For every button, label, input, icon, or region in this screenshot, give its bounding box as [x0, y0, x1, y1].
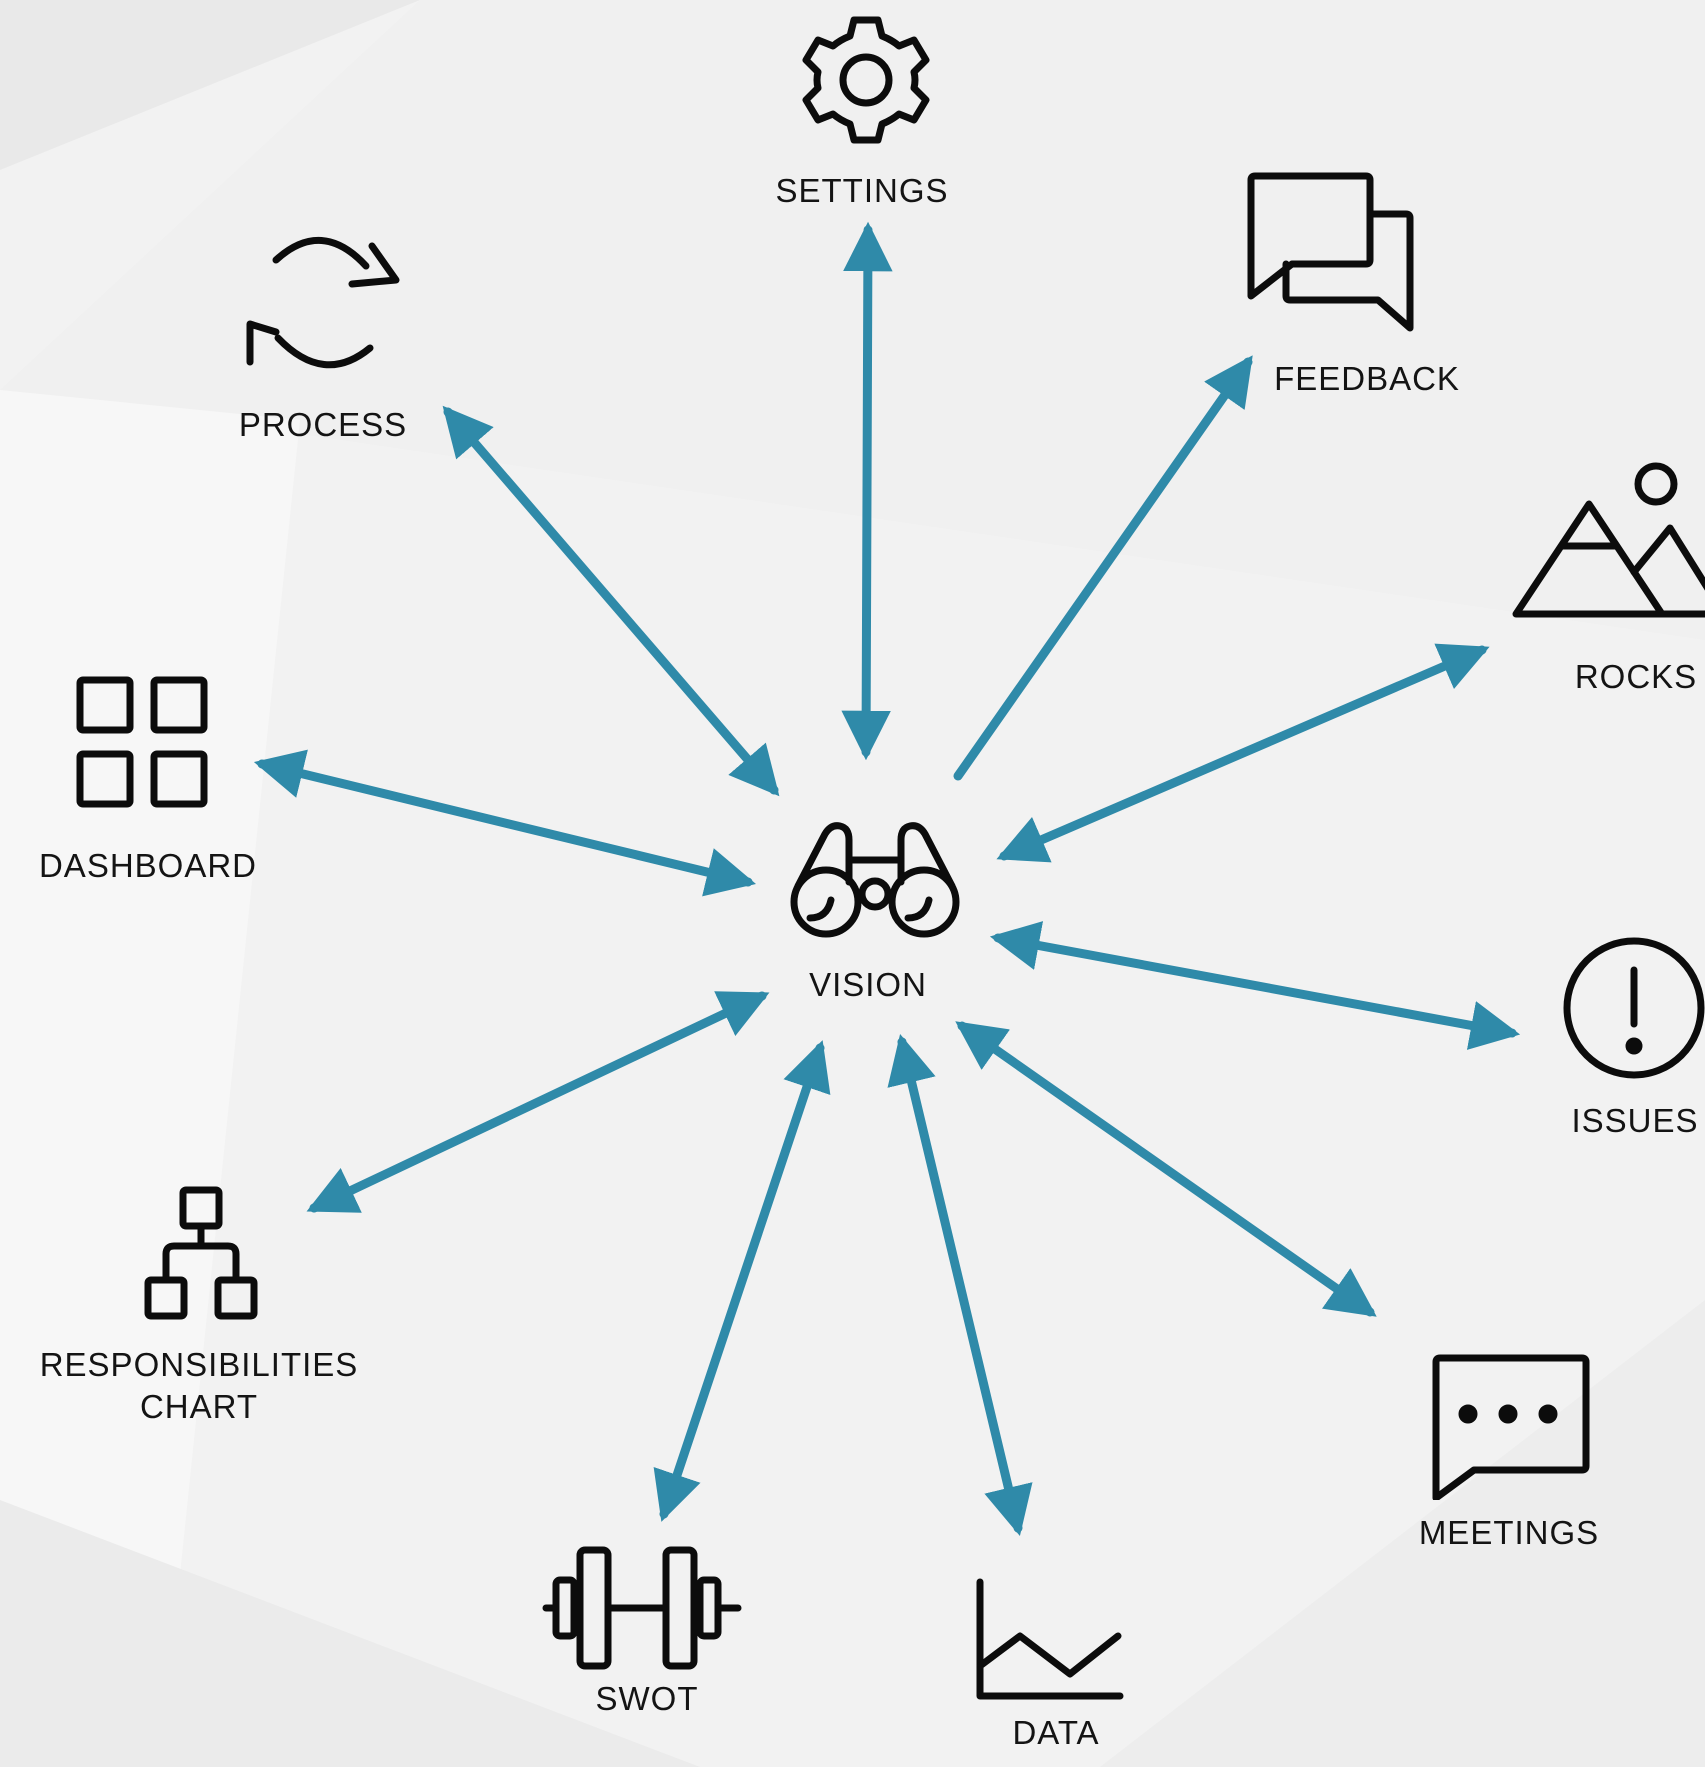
- arrow-data: [887, 1033, 1033, 1537]
- rocks-label: ROCKS: [1574, 658, 1698, 695]
- gear-icon: [802, 16, 930, 144]
- arrow-swot: [653, 1040, 831, 1522]
- arrow-rocks: [996, 643, 1490, 863]
- settings-label: SETTINGS: [775, 172, 949, 209]
- dumbbell-icon: [542, 1546, 742, 1670]
- process-label: PROCESS: [238, 406, 408, 443]
- arrow-issues: [989, 921, 1521, 1050]
- meetings-label: MEETINGS: [1418, 1514, 1600, 1551]
- org-chart-icon: [144, 1186, 258, 1320]
- line-chart-icon: [976, 1578, 1124, 1700]
- responsibilities-label-line2: CHART: [139, 1388, 259, 1425]
- dashboard-label: DASHBOARD: [38, 847, 258, 884]
- message-dots-icon: [1432, 1354, 1590, 1500]
- arrow-process: [442, 405, 780, 797]
- chat-bubbles-icon: [1247, 172, 1414, 332]
- grid-icon: [76, 676, 208, 808]
- swot-label: SWOT: [595, 1680, 699, 1717]
- arrow-meetings: [955, 1021, 1377, 1317]
- refresh-icon: [246, 236, 400, 369]
- responsibilities-label-line1: RESPONSIBILITIES: [39, 1346, 359, 1383]
- arrow-feedback: [953, 355, 1253, 781]
- exclamation-circle-icon: [1563, 937, 1705, 1079]
- hub-label: VISION: [809, 966, 927, 1003]
- arrow-settings: [841, 221, 893, 761]
- arrow-dashboard: [253, 749, 757, 897]
- data-label: DATA: [1012, 1714, 1100, 1751]
- mountains-icon: [1512, 462, 1705, 618]
- binoculars-icon: [790, 822, 960, 938]
- issues-label: ISSUES: [1571, 1102, 1699, 1139]
- responsibilities-label: RESPONSIBILITIES CHART: [40, 1344, 359, 1428]
- arrow-responsibilities: [306, 991, 770, 1213]
- feedback-label: FEEDBACK: [1274, 360, 1460, 397]
